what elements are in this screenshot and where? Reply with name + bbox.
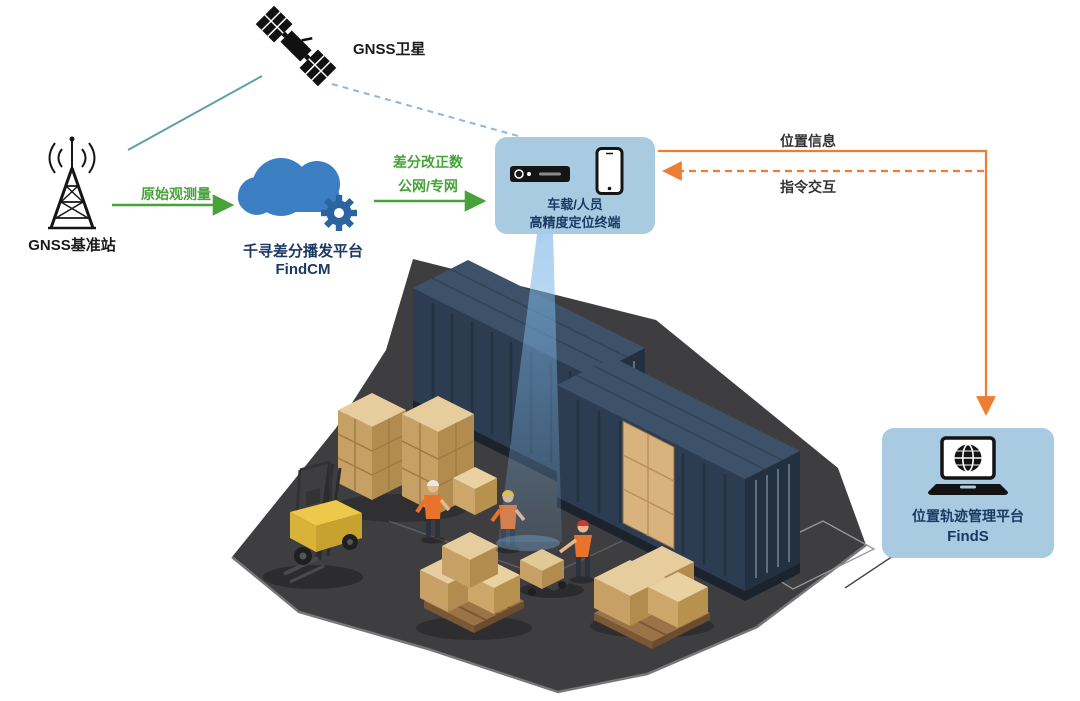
cloud-platform-title: 千寻差分播发平台 [242, 243, 363, 260]
differential-label-line1: 差分改正数 [393, 154, 463, 170]
warehouse-scene [231, 259, 876, 694]
terminal-label-line2: 高精度定位终端 [529, 215, 621, 230]
position-info-label: 位置信息 [780, 133, 836, 149]
cloud-platform-subtitle: FindCM [275, 261, 331, 278]
differential-label-line2: 公网/专网 [398, 178, 458, 194]
pallet-jack [520, 549, 584, 598]
cloud-gear-icon [238, 158, 357, 231]
scene-connector-line [844, 555, 894, 589]
raw-observation-label: 原始观测量 [141, 186, 211, 202]
satellite-label: GNSS卫星 [353, 41, 426, 58]
terminal-node: 车载/人员 高精度定位终端 [495, 137, 655, 234]
command-interaction-label: 指令交互 [780, 179, 836, 195]
pallet-stack-bottom-left [416, 532, 532, 640]
radio-tower-icon [48, 136, 96, 230]
management-platform-subtitle: FindS [947, 528, 989, 545]
smartphone-icon [595, 147, 624, 195]
link-satellite-to-station [127, 75, 263, 151]
management-platform-title: 位置轨迹管理平台 [912, 508, 1024, 524]
terminal-label-line1: 车载/人员 [547, 197, 603, 212]
vehicle-terminal-icon [510, 166, 570, 182]
satellite-icon [255, 5, 337, 87]
arrow-position-info [658, 149, 996, 416]
base-station-label: GNSS基准站 [28, 237, 116, 254]
gear-icon [321, 195, 357, 231]
laptop-globe-icon [928, 436, 1008, 495]
positioning-beam [496, 234, 562, 551]
link-satellite-to-terminal [331, 83, 519, 137]
management-platform-node: 位置轨迹管理平台 FindS [882, 428, 1054, 558]
worker-figure [558, 520, 594, 584]
worker-figure [415, 480, 451, 544]
shipping-container-2 [557, 357, 800, 601]
pallet-stack-bottom-right [590, 546, 714, 649]
forklift-icon [263, 460, 363, 589]
